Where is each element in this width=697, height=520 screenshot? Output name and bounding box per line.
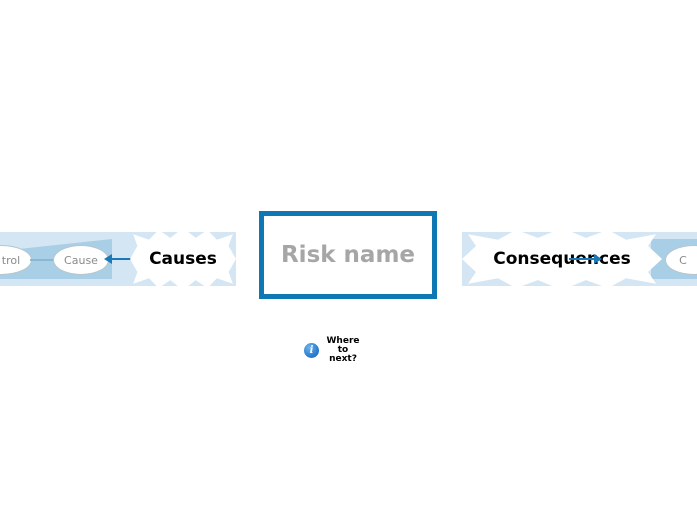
where-to-next-line1: Where [326, 336, 360, 346]
causes-arrow-line [110, 258, 136, 260]
info-icon[interactable]: i [304, 343, 319, 358]
consequences-label: Consequences [493, 249, 631, 269]
risk-name-box[interactable]: Risk name [259, 211, 437, 299]
where-to-next-line2: to [337, 345, 349, 355]
where-to-next[interactable]: i Where to next? [304, 337, 362, 364]
causes-arrow-head-icon [104, 254, 112, 264]
causes-label: Causes [149, 249, 217, 269]
consequences-arrow-head-icon [594, 254, 602, 264]
where-to-next-label: Where to next? [324, 337, 362, 364]
cause-node-label: Cause [64, 253, 98, 267]
control-node-label: trol [1, 253, 21, 267]
cause-node[interactable]: Cause [53, 245, 109, 275]
risk-name-label: Risk name [280, 242, 416, 268]
consequences-arrow-line [569, 258, 597, 260]
control-cause-connector [30, 259, 55, 261]
consequence-node-label: C [679, 253, 687, 267]
where-to-next-line3: next? [329, 354, 357, 364]
